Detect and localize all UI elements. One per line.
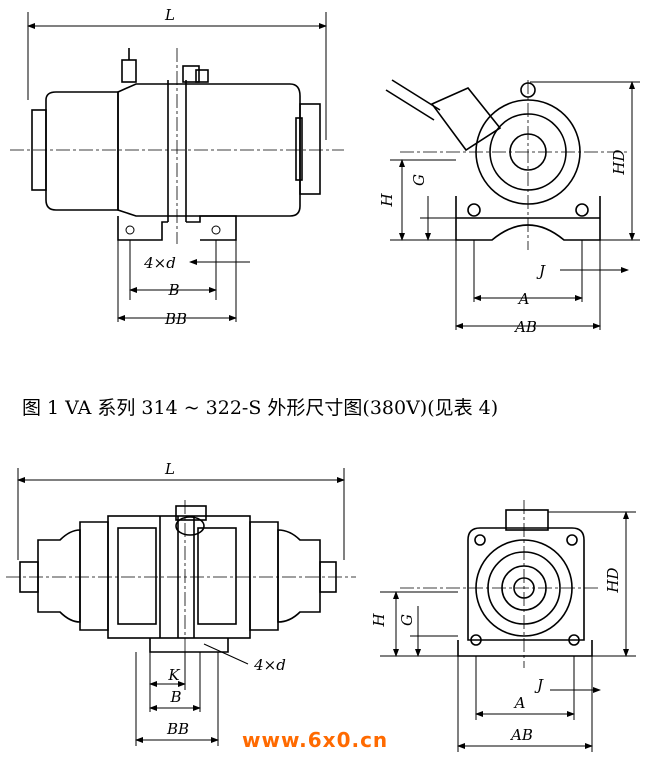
fig2-4xd-label: 4×d (253, 656, 286, 674)
fig1-end-labels: H G HD J A AB (378, 149, 628, 336)
fig1-side-labels: L 4×d B BB (143, 6, 187, 328)
fig2-end-labels: H G HD J A AB (370, 567, 622, 744)
fig1-A-label: A (517, 290, 530, 308)
figure1-caption: 图 1 VA 系列 314 ~ 322-S 外形尺寸图(380V)(见表 4) (22, 397, 499, 419)
fig2-B-label: B (169, 688, 181, 706)
fig2-G-label: G (398, 614, 416, 626)
fig1-HD-label: HD (610, 149, 628, 175)
fig1-J-label: J (536, 262, 546, 280)
fig1-H-label: H (378, 193, 396, 208)
fig1-B-label: B (167, 281, 179, 299)
fig1-side-view (10, 12, 344, 322)
fig2-end-view (380, 500, 636, 752)
fig1-end-view (385, 79, 640, 330)
fig1-L-label: L (164, 6, 175, 24)
fig2-side-labels: L K B BB 4×d (164, 460, 286, 738)
fig2-BB-label: BB (166, 720, 189, 738)
fig2-H-label: H (370, 613, 388, 628)
fig2-AB-label: AB (509, 726, 533, 744)
fig1-BB-label: BB (164, 310, 187, 328)
fig2-HD-label: HD (604, 567, 622, 593)
fig1-4xd-label: 4×d (143, 254, 176, 272)
fig2-A-label: A (513, 694, 526, 712)
fig1-AB-label: AB (513, 318, 537, 336)
fig2-J-label: J (534, 676, 544, 694)
watermark: www.6x0.cn (242, 728, 389, 752)
fig2-K-label: K (167, 666, 180, 684)
fig2-L-label: L (164, 460, 175, 478)
fig2-side-view (6, 468, 356, 746)
fig1-G-label: G (410, 174, 428, 186)
